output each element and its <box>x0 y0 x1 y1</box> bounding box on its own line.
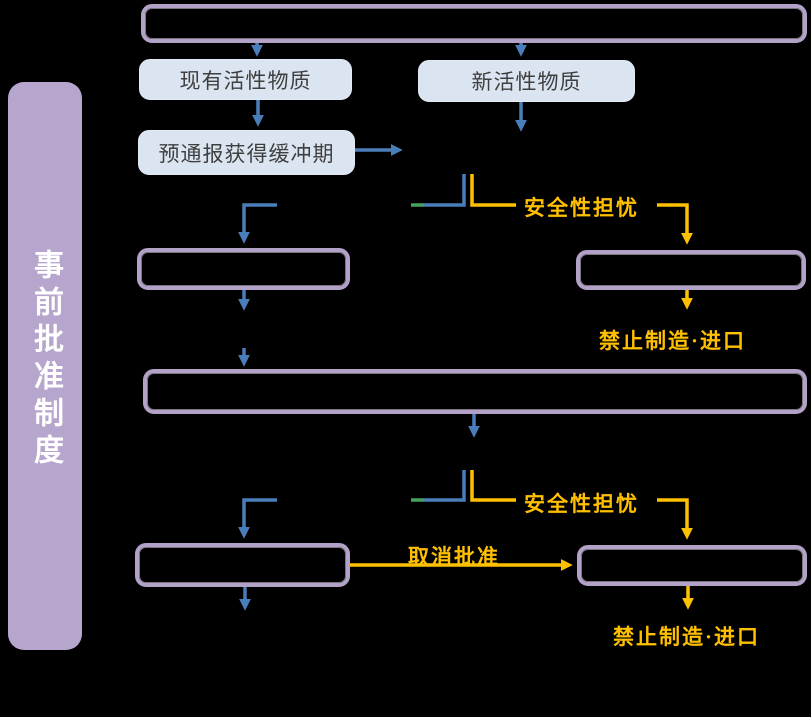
elbow-to-left-box-1 <box>238 203 277 244</box>
new-substance-label: 新活性物质 <box>471 70 582 94</box>
pre-notification-label: 预通报获得缓冲期 <box>158 141 335 166</box>
ban-manufacture-import-label-2: 禁止制造·进口 <box>613 625 761 649</box>
junction2-gold-elbow <box>470 470 516 502</box>
junction1-gold-elbow <box>470 174 516 207</box>
ban-manufacture-import-label-1: 禁止制造·进口 <box>599 329 747 353</box>
new-substance-box: 新活性物质 <box>418 60 635 102</box>
pre-approval-system-label: 事前批准制度 <box>29 249 62 471</box>
pre-notification-box: 预通报获得缓冲期 <box>138 130 355 175</box>
arrow-safety2-to-right-box-2 <box>657 498 693 540</box>
existing-substance-label: 现有活性物质 <box>179 68 312 93</box>
junction2-blue-elbow <box>424 470 466 502</box>
junction1-blue-elbow <box>424 174 466 207</box>
purple-box-wide-middle <box>143 369 807 414</box>
safety-concern-label-2: 安全性担忧 <box>524 492 639 516</box>
purple-box-left-2 <box>135 543 350 587</box>
cancel-approval-label: 取消批准 <box>408 545 500 569</box>
purple-box-right-2 <box>577 545 807 586</box>
elbow-to-left-box-2 <box>238 498 277 539</box>
safety-concern-label-1: 安全性担忧 <box>524 196 639 220</box>
existing-substance-box: 现有活性物质 <box>139 59 352 100</box>
arrow-safety1-to-right-box-1 <box>657 203 693 245</box>
purple-box-left-1 <box>137 248 350 290</box>
pre-approval-system-banner: 事前批准制度 <box>8 82 82 650</box>
top-banner-box <box>141 4 807 43</box>
purple-box-right-1 <box>576 250 806 290</box>
